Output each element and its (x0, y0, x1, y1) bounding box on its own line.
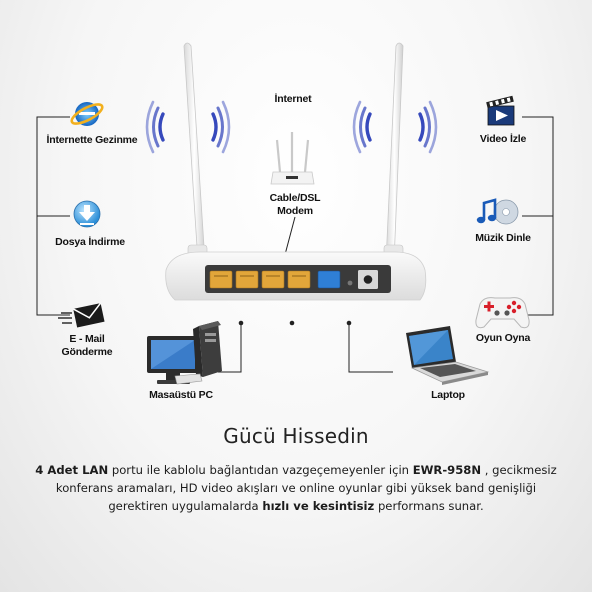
email-icon (58, 302, 105, 328)
connection-dots (238, 320, 352, 326)
description: 4 Adet LAN portu ile kablolu bağlantıdan… (30, 461, 562, 515)
left-item-label-email: E - Mail Gönderme (57, 333, 117, 359)
modem-label-line1: Cable/DSL (269, 192, 321, 204)
left-item-label-download: Dosya İndirme (55, 236, 125, 248)
desc-bold-model: EWR-958N (412, 463, 482, 477)
router (165, 251, 427, 301)
internet-label: İnternet (274, 93, 312, 105)
connection-lines (36, 116, 554, 373)
right-item-label-game: Oyun Oyna (475, 332, 531, 344)
laptop-label: Laptop (431, 389, 465, 401)
left-item-label-internet: İnternette Gezinme (46, 134, 138, 146)
video-icon (486, 95, 515, 126)
download-icon (73, 200, 101, 228)
email-label-line1: E - Mail (69, 333, 105, 345)
desktop-pc-image (147, 321, 222, 385)
lan-ports (209, 270, 311, 289)
wan-port (317, 270, 341, 289)
desc-text-1: portu ile kablolu bağlantıdan vazgeçemey… (108, 463, 413, 477)
modem-image (270, 132, 315, 185)
email-label-line2: Gönderme (61, 346, 113, 358)
desktop-pc-label: Masaüstü PC (149, 389, 213, 401)
right-item-label-video: Video İzle (479, 133, 527, 145)
modem-label-line2: Modem (277, 205, 313, 217)
modem-label: Cable/DSL Modem (262, 192, 328, 218)
reset-button (347, 280, 353, 286)
desc-bold-fast: hızlı ve kesintisiz (262, 499, 375, 513)
right-item-label-music: Müzik Dinle (475, 232, 531, 244)
music-icon (476, 198, 519, 225)
gamepad-icon (475, 297, 530, 329)
right-antenna (383, 42, 404, 266)
internet-explorer-icon (70, 102, 104, 126)
laptop-image (406, 326, 490, 385)
desc-text-2: , gecikmesiz konferans aramaları, HD vid… (55, 463, 557, 513)
headline: Gücü Hissedin (223, 424, 369, 448)
wifi-waves-left (145, 100, 231, 154)
wifi-waves-right (352, 100, 438, 154)
left-antenna (183, 42, 208, 266)
desc-text-3: performans sunar. (374, 499, 484, 513)
desc-bold-lan: 4 Adet LAN (35, 463, 109, 477)
